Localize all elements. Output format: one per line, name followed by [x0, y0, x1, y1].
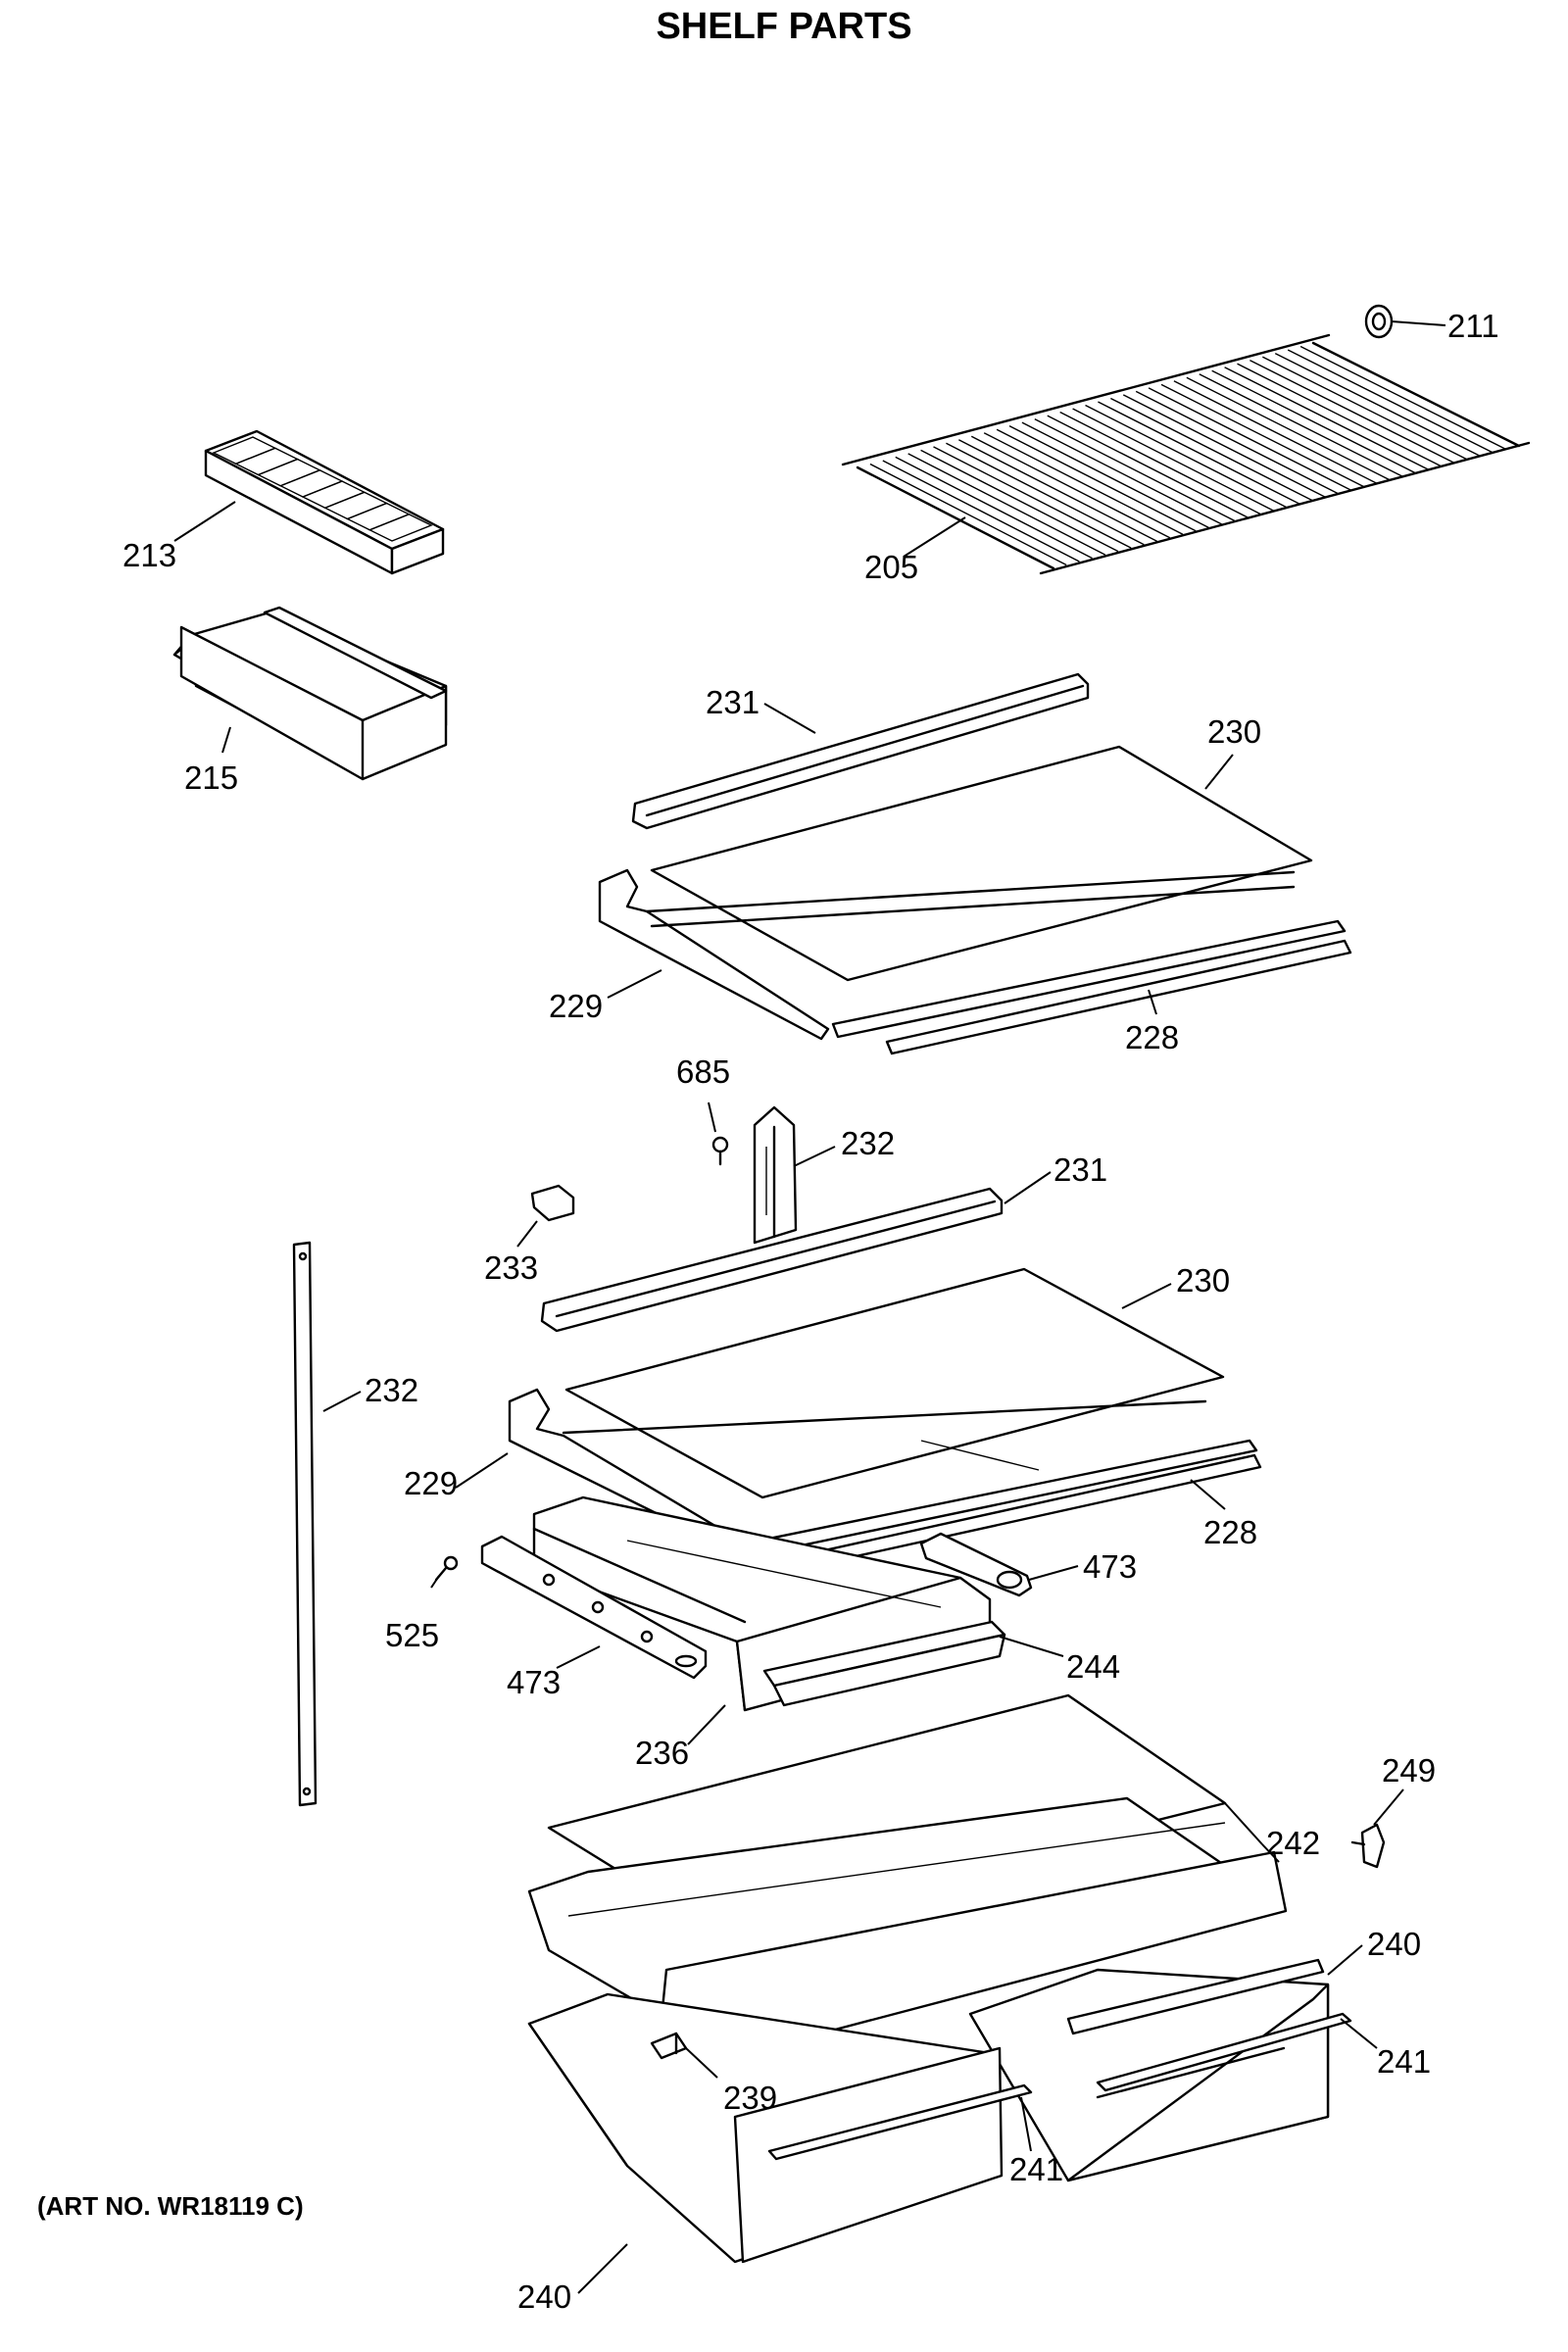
art-number: (ART NO. WR18119 C)	[37, 2191, 304, 2221]
wire-rod	[1098, 401, 1300, 505]
wire-rod	[920, 449, 1119, 553]
part-242-crisper-cover	[527, 1693, 1288, 2050]
wire-rod	[1224, 367, 1429, 470]
part-232-vertical-rail	[292, 1241, 318, 1807]
wire-rod	[1072, 408, 1274, 512]
callout-241-right: 241	[1377, 2043, 1431, 2080]
wire-rod	[958, 439, 1157, 542]
callout-230-top: 230	[1207, 713, 1261, 750]
part-213-ice-tray	[204, 429, 445, 575]
wire-rod	[1186, 376, 1391, 481]
part-473-left-slide	[480, 1535, 708, 1680]
wire-rod	[857, 466, 1054, 569]
callout-236: 236	[635, 1735, 689, 1771]
wire-rod	[1021, 421, 1222, 525]
ice-cell	[368, 513, 433, 542]
wire-rod	[1173, 380, 1378, 484]
part-229-mid-frame	[508, 1388, 1207, 1555]
callout-242: 242	[1266, 1825, 1320, 1861]
wire-rod	[1122, 394, 1326, 498]
callout-473-right: 473	[1083, 1548, 1137, 1585]
callout-228-mid: 228	[1203, 1514, 1257, 1550]
part-228-upper-rail	[831, 919, 1352, 1055]
callout-231-top: 231	[706, 684, 760, 720]
wire-rod	[1299, 345, 1507, 451]
part-232-upper-bracket	[753, 1105, 798, 1245]
wire-rod	[983, 432, 1184, 535]
part-230-upper-glass	[650, 745, 1313, 982]
callout-525: 525	[385, 1617, 439, 1653]
callout-231-mid: 231	[1054, 1152, 1107, 1188]
callout-205: 205	[864, 549, 918, 585]
part-230-mid-glass	[564, 1267, 1225, 1499]
callout-249: 249	[1382, 1752, 1436, 1788]
callout-685: 685	[676, 1054, 730, 1090]
wire-rod	[1211, 369, 1416, 474]
wire-rod	[882, 460, 1080, 563]
wire-rod	[1047, 415, 1249, 518]
wire-rod	[1148, 387, 1351, 491]
diagram-title: SHELF PARTS	[656, 6, 912, 47]
callout-228-top: 228	[1125, 1019, 1179, 1055]
wire-rod	[933, 446, 1132, 549]
wire-rod	[1199, 373, 1403, 477]
callout-240-bottom: 240	[517, 2278, 571, 2315]
wire-rod	[1274, 352, 1481, 458]
wire-rod	[1135, 390, 1339, 495]
wire-rod	[895, 456, 1093, 560]
part-215-door-bin	[172, 606, 448, 781]
wire-rod	[1160, 383, 1364, 488]
part-240-left-crisper	[527, 1992, 1004, 2264]
wire-rod	[1312, 342, 1520, 447]
part-211-bumper	[1364, 304, 1394, 339]
wire-rod	[1287, 349, 1494, 454]
part-233-clip	[530, 1184, 575, 1222]
part-473-right-slide	[919, 1532, 1033, 1597]
part-244-drawer-rail	[762, 1620, 1006, 1707]
wire-rod	[1110, 397, 1313, 502]
wire-rod	[1085, 404, 1287, 509]
part-231-mid-trim	[540, 1187, 1004, 1333]
callout-473-left: 473	[507, 1664, 561, 1700]
callout-241-mid: 241	[1009, 2151, 1063, 2187]
wire-rod	[869, 463, 1067, 566]
part-241-mid-handle	[767, 2083, 1033, 2161]
wire-rod	[1034, 417, 1236, 522]
callout-240-right: 240	[1367, 1926, 1421, 1962]
part-205-wire-shelf	[841, 333, 1531, 575]
leader-lines	[173, 320, 1446, 2294]
wire-rod	[1237, 363, 1443, 467]
wire-rod	[970, 435, 1171, 539]
callout-239: 239	[723, 2080, 777, 2116]
callout-232-left: 232	[365, 1372, 418, 1408]
callout-229-top: 229	[549, 988, 603, 1024]
part-229-upper-frame	[598, 868, 1296, 1041]
callout-215: 215	[184, 760, 238, 796]
wire-rod	[946, 442, 1145, 546]
callout-233: 233	[484, 1250, 538, 1286]
callout-labels: 211 213 205 215 231 230 229 228 685 232 …	[122, 308, 1499, 2315]
wire-rod	[1059, 411, 1261, 515]
callout-232-upper: 232	[841, 1125, 895, 1161]
wire-rod	[1250, 360, 1455, 464]
wire-rod	[1008, 425, 1209, 528]
callout-211: 211	[1447, 308, 1499, 344]
callout-213: 213	[122, 537, 176, 573]
wire-rod	[1262, 356, 1468, 461]
callout-244: 244	[1066, 1648, 1120, 1685]
part-685-screw	[711, 1136, 729, 1166]
part-249-latch	[1350, 1823, 1386, 1869]
callout-229-mid: 229	[404, 1465, 458, 1501]
wire-rod	[907, 453, 1106, 556]
part-241-right-handle	[1096, 2012, 1352, 2092]
part-231-upper-trim	[631, 672, 1090, 830]
wire-rod	[996, 428, 1197, 532]
callout-230-mid: 230	[1176, 1262, 1230, 1298]
